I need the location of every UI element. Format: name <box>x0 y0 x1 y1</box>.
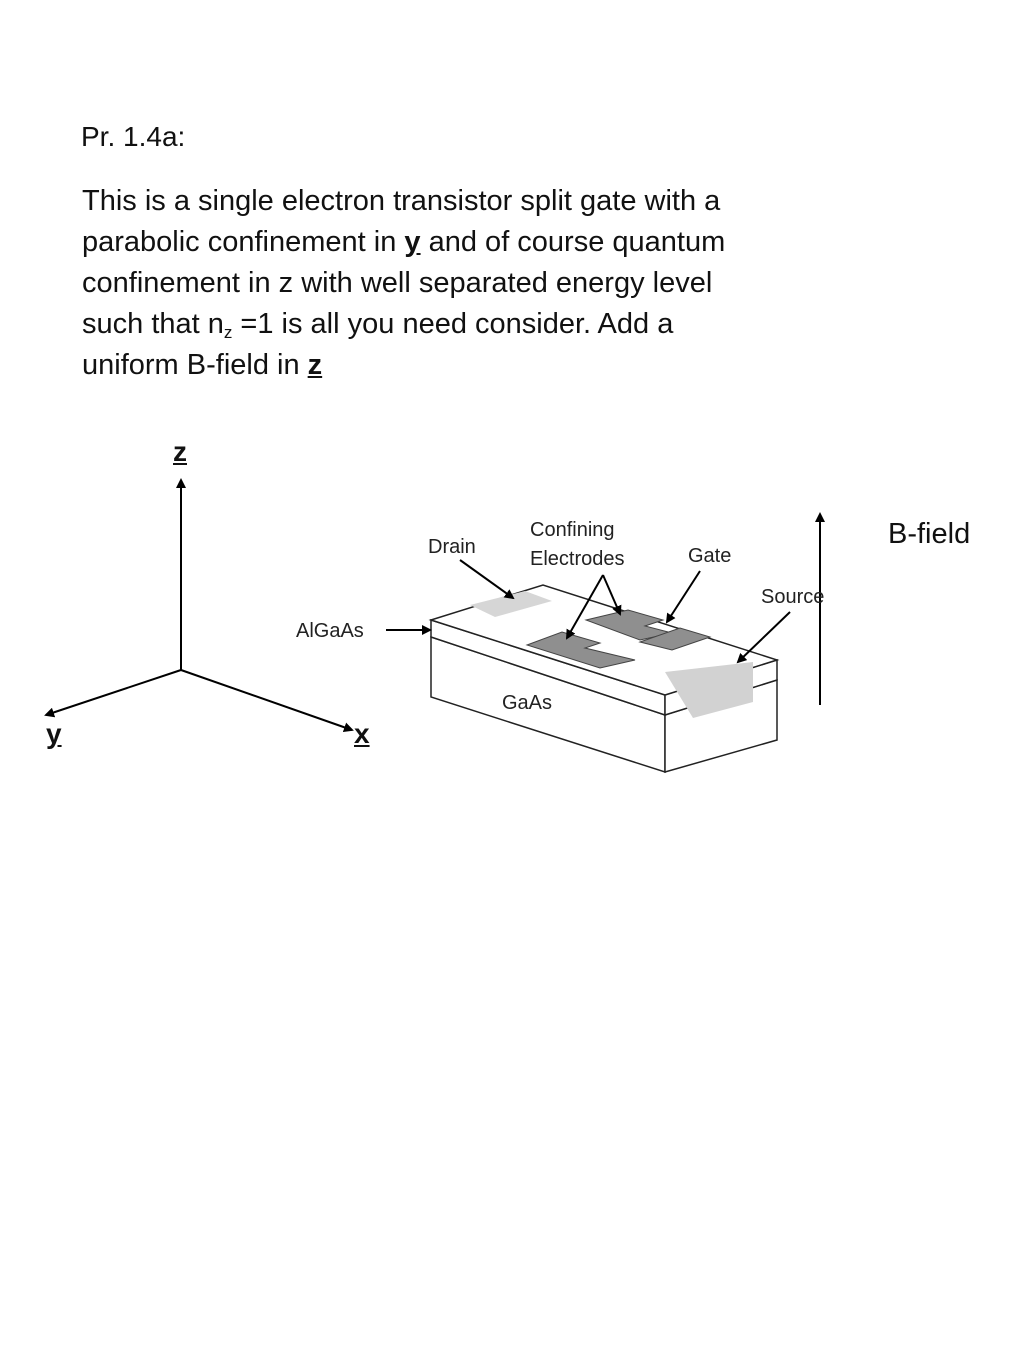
statement-line-3: confinement in z with well separated ene… <box>82 267 713 299</box>
statement-line-2: parabolic confinement in y and of course… <box>82 222 882 263</box>
statement-line-5: uniform B-field in z <box>82 345 882 386</box>
electrodes <box>470 591 753 718</box>
y-symbol: y <box>404 226 421 258</box>
confining-pointer-right <box>602 574 622 616</box>
text-segment: such that n <box>82 308 224 340</box>
gate-label: Gate <box>688 545 731 567</box>
confining-pointer-left <box>566 574 604 640</box>
confining-electrode-left <box>525 631 636 669</box>
gate-pointer <box>665 570 701 624</box>
text-segment: =1 is all you need consider. Add a <box>232 308 674 340</box>
drain-pad <box>470 591 552 617</box>
source-label: Source <box>761 586 824 608</box>
b-field-label: B-field <box>888 518 971 550</box>
confining-label-2: Electrodes <box>530 548 625 570</box>
problem-statement: This is a single electron transistor spl… <box>82 181 882 386</box>
device-labels: Drain Confining Electrodes Gate Source A… <box>296 519 824 714</box>
statement-line-4: such that nz =1 is all you need consider… <box>82 304 882 345</box>
text-segment: and of course quantum <box>420 226 726 258</box>
callout-lines <box>386 559 791 664</box>
problem-title: Pr. 1.4a: <box>81 121 186 152</box>
gaas-label: GaAs <box>502 692 552 714</box>
text-segment: parabolic confinement in <box>82 226 405 258</box>
text-segment: uniform B-field in <box>82 349 308 381</box>
confining-electrode-right <box>584 609 673 641</box>
y-axis-arrow <box>44 669 182 718</box>
y-axis-label: y <box>46 718 62 749</box>
source-pointer <box>736 611 791 664</box>
drain-pointer <box>459 559 515 600</box>
z-symbol: z <box>307 349 323 381</box>
source-pad <box>665 662 753 718</box>
x-axis-arrow <box>180 669 354 733</box>
coordinate-axes <box>44 478 354 733</box>
statement-line-1: This is a single electron transistor spl… <box>82 185 721 217</box>
z-axis-label: z <box>173 436 187 467</box>
algaas-label: AlGaAs <box>296 620 364 642</box>
x-axis-label: x <box>354 718 370 749</box>
gate-electrode <box>638 627 712 651</box>
confining-label-1: Confining <box>530 519 615 541</box>
drain-label: Drain <box>428 536 476 558</box>
z-subscript: z <box>223 323 233 342</box>
